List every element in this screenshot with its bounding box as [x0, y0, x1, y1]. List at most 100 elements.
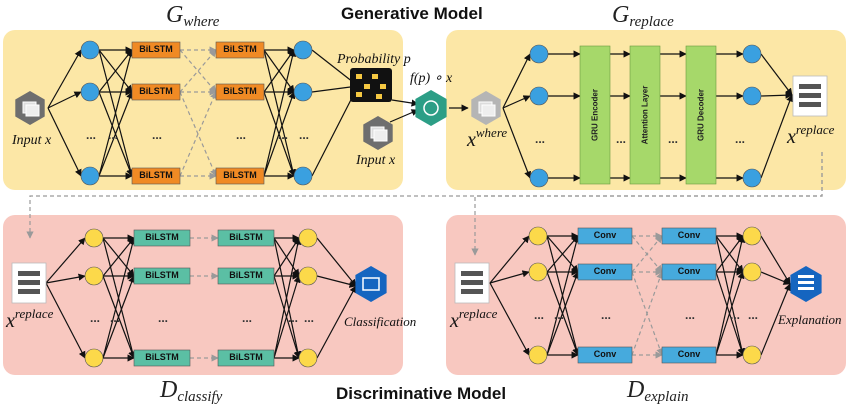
connector-arrow [47, 49, 82, 109]
connector-arrow [102, 275, 136, 359]
d-classify-output-node [298, 266, 318, 286]
d-classify-cell-left-text: BiLSTM [145, 270, 179, 280]
connector-arrow [263, 49, 297, 177]
d-classify-output-node [298, 348, 318, 368]
d-explain-cell-right-text: Conv [677, 349, 701, 359]
d-classify-ellipsis: ... [158, 311, 169, 325]
connector-arrow [631, 271, 664, 356]
g-where-cell-right-text: BiLSTM [223, 44, 257, 54]
d-explain-input-node [528, 345, 548, 365]
g-where-cell-right [215, 41, 265, 59]
panel-g-where [3, 30, 403, 190]
connector-arrow [502, 95, 531, 109]
connector-arrow [546, 235, 580, 356]
connector-arrow [102, 237, 136, 359]
connector-arrow [316, 275, 357, 288]
g-replace-input-node [529, 168, 549, 188]
x-replace-doc-icon-line [799, 93, 821, 98]
g-replace-output-node [742, 86, 762, 106]
g-where-output-node [293, 82, 313, 102]
d-explain-doc-icon-line [461, 280, 483, 285]
connector-arrow [715, 235, 746, 356]
probability-cell [364, 84, 370, 89]
connector-arrow [263, 91, 296, 177]
g-where-cell-left [131, 167, 181, 185]
connector-arrow [715, 271, 745, 356]
g-where-input-node [80, 166, 100, 186]
d-classify-input-node [84, 228, 104, 248]
g-where-ellipsis: ... [299, 128, 310, 142]
g-where-input-node [80, 40, 100, 60]
connector-arrow [311, 85, 359, 177]
g-where-cell-left-text: BiLSTM [139, 86, 173, 96]
d-explain-doc-icon-line [461, 289, 483, 294]
d-classify-cell-right-text: BiLSTM [229, 352, 263, 362]
d-classify-cell-right-text: BiLSTM [229, 270, 263, 280]
connector-arrow [273, 237, 302, 359]
d-explain-input-node [528, 226, 548, 246]
connector-arrow [489, 282, 530, 356]
d-explain-ellipsis: ... [554, 307, 565, 322]
classification-glyph [362, 277, 380, 291]
g-where-cell-right [215, 167, 265, 185]
g-where-cell-left-text: BiLSTM [139, 44, 173, 54]
g-replace-ellipsis: ... [735, 132, 746, 146]
g-where-cell-right-text: BiLSTM [223, 86, 257, 96]
g-where-output-node [293, 166, 313, 186]
d-explain-cell-right [661, 263, 717, 281]
connector-arrow [45, 237, 86, 284]
d-explain-cell-left-text: Conv [593, 349, 617, 359]
d-explain-cell-left [577, 227, 633, 245]
feedback-arrow-to-explain [471, 152, 823, 256]
connector-arrow [391, 99, 419, 107]
d-classify-output-node [298, 228, 318, 248]
x-replace-label-classify: xreplace [6, 306, 54, 332]
connector-arrow [631, 235, 663, 273]
connector-arrow [179, 49, 217, 93]
g-replace-input-node [529, 86, 549, 106]
explanation-glyph [798, 287, 814, 290]
probability-cell [380, 84, 386, 89]
explanation-glyph [798, 275, 814, 278]
g-where-ellipsis: ... [236, 128, 247, 142]
g-replace-title: Greplace [612, 2, 674, 30]
connector-arrow [98, 49, 133, 93]
d-explain-ellipsis: ... [748, 307, 759, 322]
d-explain-cell-right [661, 346, 717, 364]
d-classify-doc-icon-line [18, 271, 40, 276]
d-explain-input-node [528, 262, 548, 282]
g-where-ellipsis: ... [152, 128, 163, 142]
x-where-label: xwhere [467, 125, 508, 151]
connector-arrow [98, 91, 133, 177]
d-explain-output-node [742, 226, 762, 246]
g-replace-ellipsis: ... [535, 132, 546, 146]
connector-arrow [179, 91, 217, 177]
d-classify-ellipsis: ... [110, 311, 121, 325]
connector-arrow [546, 271, 580, 356]
d-classify-cell-right [217, 349, 275, 367]
input-image-icon-glyph [25, 104, 40, 117]
gru-decoder-block [685, 45, 717, 185]
g-replace-ellipsis: ... [668, 132, 679, 146]
mask-module-icon [415, 90, 447, 126]
d-classify-input-node [84, 348, 104, 368]
g-where-output-node [293, 40, 313, 60]
x-replace-label-explain: xreplace [450, 306, 498, 332]
connector-arrow [316, 285, 357, 359]
connector-arrow [760, 271, 791, 285]
connector-arrow [389, 109, 419, 123]
g-where-ellipsis: ... [108, 128, 119, 142]
gru-decoder-label: GRU Decoder [696, 88, 706, 142]
explanation-label: Explanation [778, 312, 842, 327]
connector-arrow [760, 53, 793, 96]
d-explain-cell-left [577, 346, 633, 364]
connector-arrow [546, 235, 579, 273]
connector-arrow [98, 49, 134, 177]
d-classify-input-node [84, 266, 104, 286]
input-x-label: Input x [12, 133, 52, 148]
generative-model-heading: Generative Model [341, 4, 483, 23]
x-where-image-icon-glyph [481, 104, 496, 117]
connector-arrow [760, 235, 791, 285]
gru-encoder-label: GRU Encoder [590, 88, 600, 142]
probability-cell [356, 74, 362, 79]
